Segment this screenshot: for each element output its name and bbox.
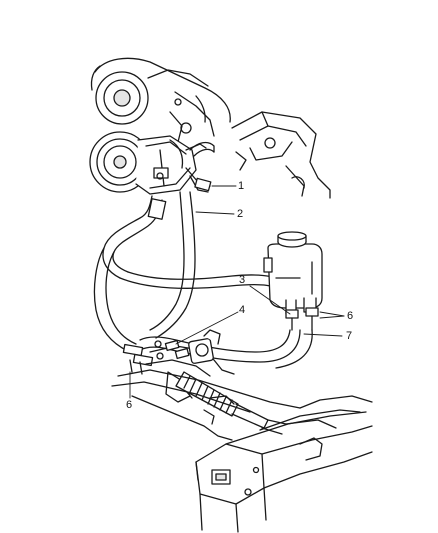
engine-block	[90, 57, 231, 143]
gear-hoses-left	[93, 247, 154, 375]
leader-2	[195, 211, 235, 215]
pressure-hose	[149, 191, 196, 339]
steering-gear	[145, 329, 287, 435]
return-hose-upper	[102, 195, 167, 279]
callout-3: 3	[239, 274, 246, 286]
callout-6-right: 6	[347, 310, 354, 322]
leader-6-right-a	[319, 311, 345, 317]
callout-6-left: 6	[126, 399, 133, 411]
leader-7	[303, 333, 343, 337]
callout-4: 4	[239, 304, 246, 316]
upper-bracket	[231, 111, 331, 199]
leader-3	[249, 285, 291, 315]
pump-pressure-fitting	[185, 141, 215, 193]
power-steering-pump	[89, 131, 207, 195]
supply-hose	[139, 329, 313, 369]
leader-6-right-b	[319, 315, 345, 319]
reservoir	[263, 231, 323, 315]
reservoir-fittings	[285, 307, 319, 331]
callout-7: 7	[346, 330, 353, 342]
callout-2: 2	[237, 208, 244, 220]
gear-line-fittings	[154, 339, 190, 360]
leader-lines	[129, 185, 345, 399]
callout-1: 1	[238, 180, 245, 192]
leader-4	[175, 311, 239, 345]
lower-frame	[111, 369, 373, 533]
